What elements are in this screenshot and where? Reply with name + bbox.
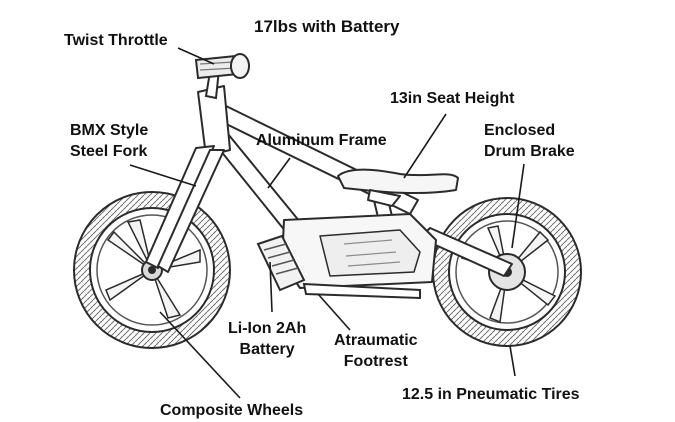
label-fork-line1: BMX Style [70, 122, 149, 139]
weight-title: 17lbs with Battery [254, 17, 400, 36]
leader-tires [509, 345, 516, 377]
label-brake-line1: Enclosed [484, 122, 556, 139]
label-fork: BMX Style Steel Fork [70, 120, 148, 162]
label-frame: Aluminum Frame [256, 132, 387, 149]
label-battery: Li-Ion 2Ah Battery [228, 318, 306, 360]
label-brake-line2: Drum Brake [484, 143, 575, 160]
seat [337, 168, 459, 207]
leader-fork [129, 164, 197, 187]
handlebar [194, 53, 250, 100]
leader-frame [267, 157, 291, 189]
fork [145, 85, 231, 273]
label-battery-line2: Battery [239, 341, 295, 358]
leader-seat [403, 113, 447, 179]
label-footrest-line1: Atraumatic [334, 332, 418, 349]
footrest [256, 234, 421, 300]
label-footrest-line2: Footrest [343, 353, 408, 370]
label-tires: 12.5 in Pneumatic Tires [402, 386, 580, 403]
label-battery-line1: Li-Ion 2Ah [228, 320, 307, 337]
leader-battery [269, 261, 273, 313]
leader-brake [511, 163, 525, 249]
label-footrest: Atraumatic Footrest [334, 330, 418, 372]
label-twist-throttle: Twist Throttle [64, 32, 168, 49]
leader-lines [129, 47, 525, 399]
label-fork-line2: Steel Fork [70, 143, 148, 160]
label-seat-height: 13in Seat Height [390, 90, 515, 107]
leader-footrest [317, 293, 351, 331]
label-brake: Enclosed Drum Brake [484, 120, 575, 162]
leader-wheels [159, 311, 241, 399]
leader-twist-throttle [177, 47, 215, 65]
label-wheels: Composite Wheels [160, 402, 304, 419]
front-wheel [73, 191, 231, 349]
